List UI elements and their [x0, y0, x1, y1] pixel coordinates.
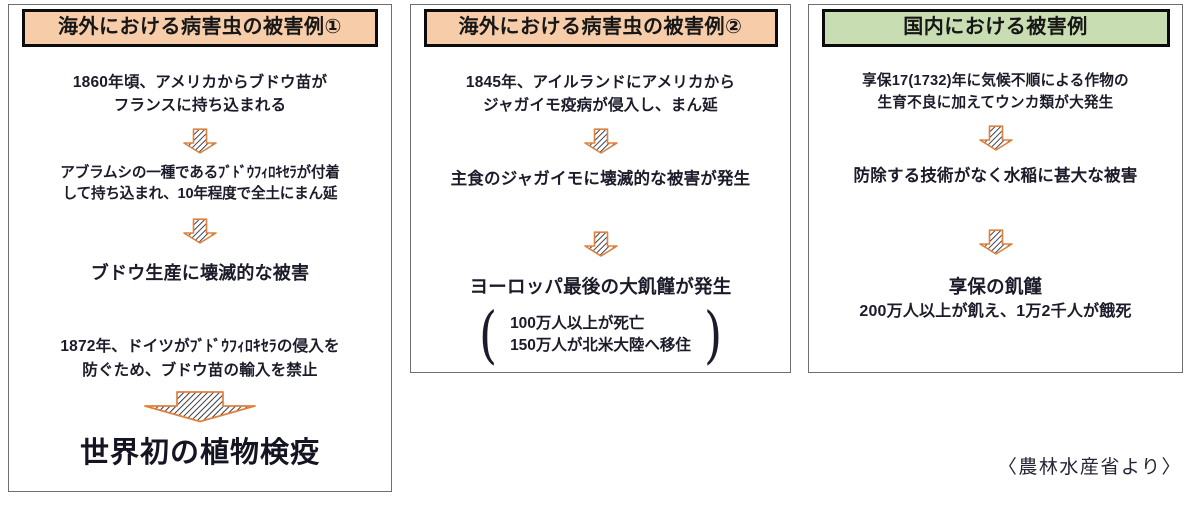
step-line: 享保17(1732)年に気候不順による作物の [862, 73, 1129, 89]
step-line: 享保の飢饉 [948, 275, 1043, 297]
panel-conclusion: 世界初の植物検疫 [80, 436, 320, 471]
down-arrow-hatched-icon [144, 390, 256, 424]
panel-body-overseas-2: 1845年、アイルランドにアメリカから ジャガイモ疫病が侵入し、まん延 主食のジ… [411, 51, 790, 372]
step-line: して持ち込まれ、10年程度で全土にまん延 [62, 186, 338, 203]
step-line: 1872年、ドイツがﾌﾞﾄﾞｳﾌｨﾛｷｾﾗの侵入を [60, 338, 340, 356]
note-line: 150万人が北米大陸へ移住 [510, 337, 691, 355]
step-line: 1845年、アイルランドにアメリカから [465, 74, 736, 91]
panel-header-title: 海外における病害虫の被害例② [458, 16, 743, 38]
step-line: フランスに持ち込まれる [113, 97, 287, 115]
step-line: ジャガイモ疫病が侵入し、まん延 [483, 97, 718, 115]
panel-header-title: 海外における病害虫の被害例① [58, 16, 342, 38]
step-line: 200万人以上が飢え、1万2千人が餓死 [859, 303, 1132, 321]
panel-domestic: 国内における被害例 享保17(1732)年に気候不順による作物の 生育不良に加え… [808, 4, 1183, 373]
step-text: ブドウ生産に壊滅的な被害 [91, 260, 309, 287]
panel-header-overseas-2: 海外における病害虫の被害例② [423, 9, 778, 47]
bracket-note-text: 100万人以上が死亡 150万人が北米大陸へ移住 [510, 313, 691, 358]
bracket-close: ) [703, 298, 723, 371]
source-attribution: 〈農林水産省より〉 [997, 457, 1182, 478]
step-text: ヨーロッパ最後の大飢饉が発生 [470, 273, 732, 301]
step-text: 1860年頃、アメリカからブドウ苗が フランスに持ち込まれる [73, 71, 327, 118]
down-arrow-hatched-icon [183, 218, 217, 245]
step-line: 主食のジャガイモに壊滅的な被害が発生 [450, 169, 751, 188]
step-text: 防除する技術がなく水稲に甚大な被害 [854, 164, 1138, 189]
down-arrow-hatched-icon [183, 127, 217, 154]
step-text: アブラムシの一種であるﾌﾞﾄﾞｳﾌｨﾛｷｾﾗが付着 して持ち込まれ、10年程度で… [60, 163, 340, 207]
down-arrow-hatched-icon [583, 231, 618, 258]
panel-body-domestic: 享保17(1732)年に気候不順による作物の 生育不良に加えてウンカ類が大発生 … [809, 51, 1182, 372]
panel-header-overseas-1: 海外における病害虫の被害例① [22, 9, 378, 47]
step-line: アブラムシの一種であるﾌﾞﾄﾞｳﾌｨﾛｷｾﾗが付着 [60, 164, 340, 181]
step-line: 生育不良に加えてウンカ類が大発生 [877, 94, 1114, 111]
step-line: ヨーロッパ最後の大飢饉が発生 [469, 276, 732, 298]
panel-header-domestic: 国内における被害例 [821, 9, 1170, 47]
step-text: 1872年、ドイツがﾌﾞﾄﾞｳﾌｨﾛｷｾﾗの侵入を 防ぐため、ブドウ苗の輸入を禁… [60, 335, 339, 382]
panel-header-title: 国内における被害例 [903, 16, 1088, 38]
bracket-open: ( [478, 298, 498, 371]
step-text: 1845年、アイルランドにアメリカから ジャガイモ疫病が侵入し、まん延 [466, 71, 735, 118]
panel-overseas-2: 海外における病害虫の被害例② 1845年、アイルランドにアメリカから ジャガイモ… [410, 4, 791, 373]
down-arrow-hatched-icon [978, 125, 1013, 151]
step-text: 享保の飢饉 200万人以上が飢え、1万2千人が餓死 [859, 273, 1131, 325]
panel-overseas-1: 海外における病害虫の被害例① 1860年頃、アメリカからブドウ苗が フランスに持… [8, 4, 392, 492]
step-text: 享保17(1732)年に気候不順による作物の 生育不良に加えてウンカ類が大発生 [862, 71, 1129, 115]
panel-body-overseas-1: 1860年頃、アメリカからブドウ苗が フランスに持ち込まれる アブ [9, 51, 391, 491]
step-line: 防除する技術がなく水稲に甚大な被害 [853, 166, 1138, 185]
step-line: 防ぐため、ブドウ苗の輸入を禁止 [82, 361, 318, 379]
down-arrow-hatched-icon [583, 127, 618, 154]
step-line: 1860年頃、アメリカからブドウ苗が [72, 74, 328, 91]
down-arrow-hatched-icon [978, 228, 1013, 255]
step-line: ブドウ生産に壊滅的な被害 [90, 263, 310, 284]
bracketed-note: ( 100万人以上が死亡 150万人が北米大陸へ移住 ) [476, 298, 725, 371]
conclusion-line: 世界初の植物検疫 [79, 436, 320, 469]
step-text: 主食のジャガイモに壊滅的な被害が発生 [451, 167, 751, 192]
note-line: 100万人以上が死亡 [510, 314, 645, 332]
